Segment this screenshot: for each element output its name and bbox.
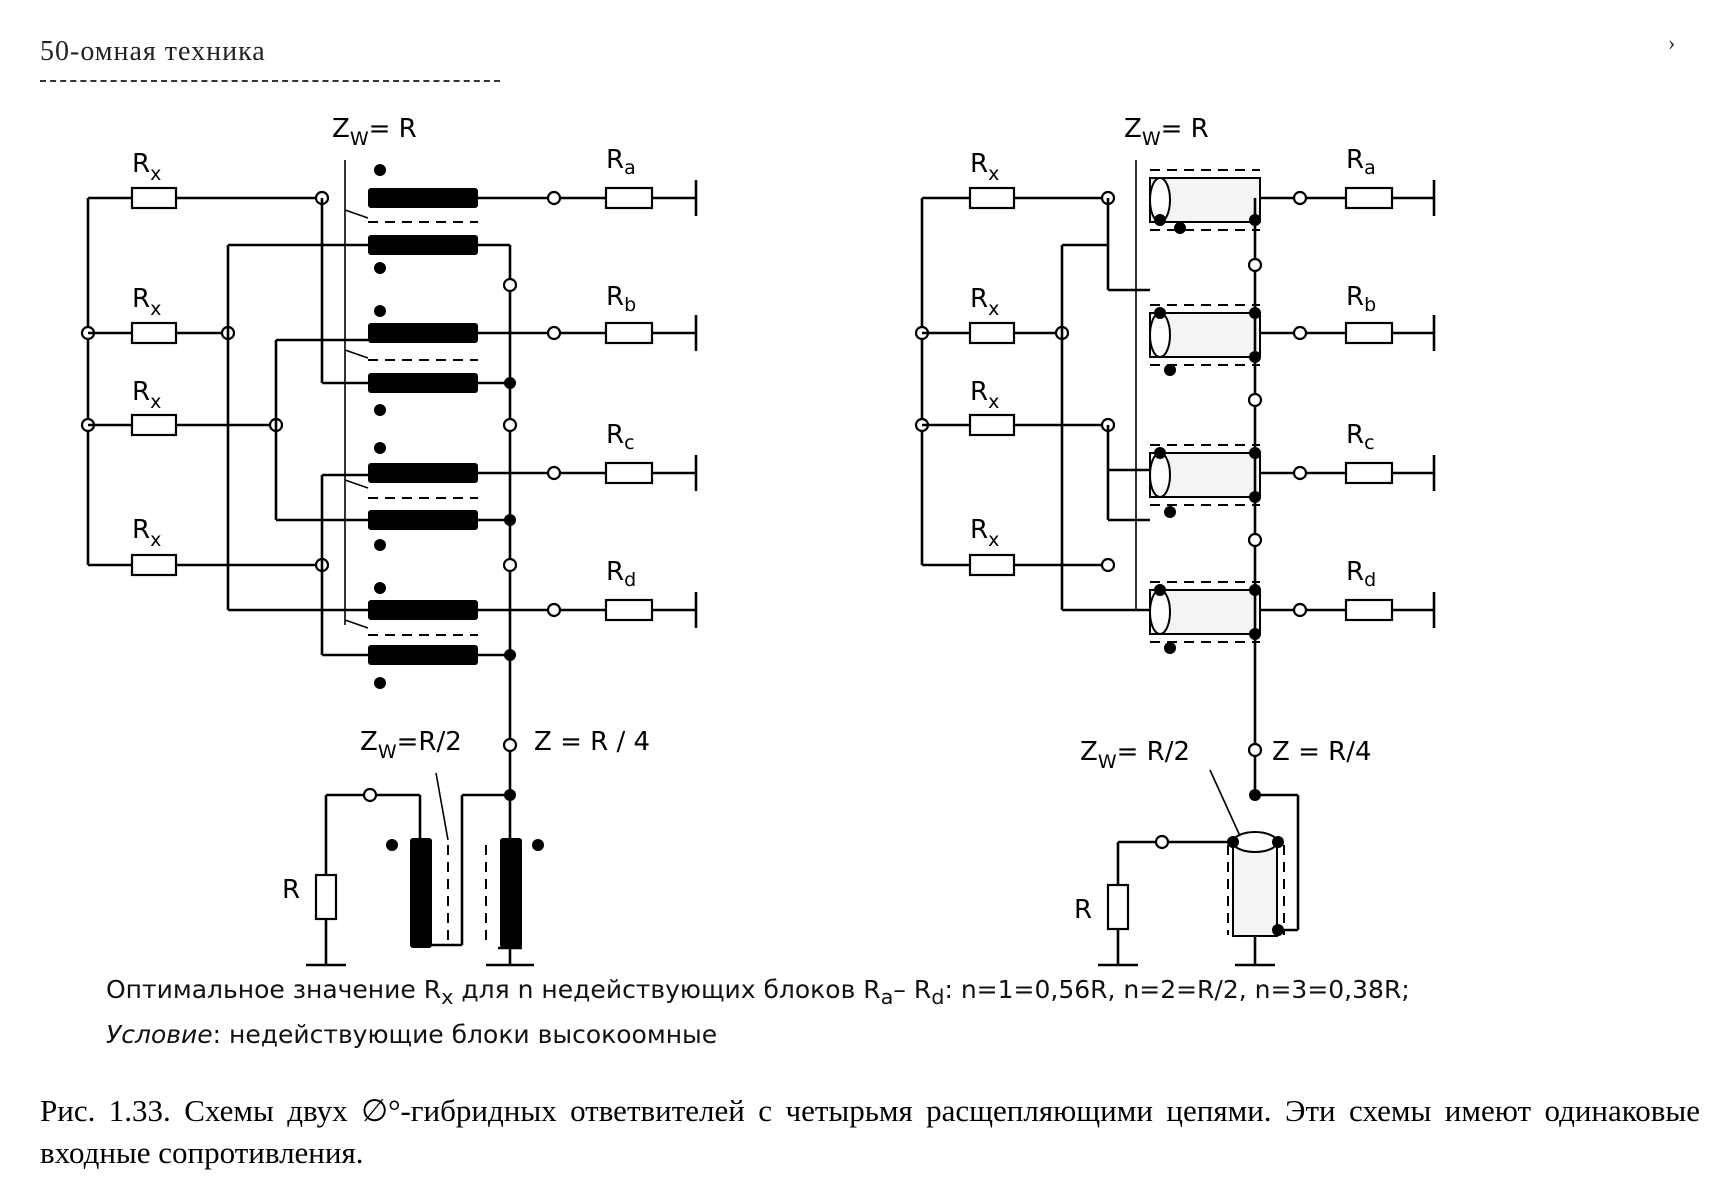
zw-top-label-right: Z: [1124, 114, 1142, 144]
zw-top-label-left: Z: [332, 114, 350, 144]
svg-text:Rx: Rx: [132, 515, 161, 551]
z-bottom-label-left: Z = R / 4: [534, 727, 650, 757]
coax-cables-right: [1149, 169, 1261, 654]
svg-text:Rb: Rb: [1346, 282, 1376, 316]
svg-text:ZW=R/2: ZW=R/2: [360, 727, 462, 763]
right-schematic: ZW= R Rx Rx Rx Rx Ra Rb Rc Rd ZW= R/2 Z …: [914, 114, 1436, 967]
hybrid-coupler-schematics: ZW= R Rx Rx Rx Rx Ra Rb Rc Rd ZW=R/2 Z =…: [80, 114, 1436, 967]
svg-text:Rx: Rx: [132, 377, 161, 413]
svg-text:ZW= R: ZW= R: [1124, 114, 1209, 150]
svg-text:Rc: Rc: [1346, 420, 1375, 454]
svg-text:Rb: Rb: [606, 282, 636, 316]
svg-text:Rx: Rx: [970, 377, 999, 413]
svg-text:Rx: Rx: [132, 284, 161, 320]
header-rule: [40, 80, 500, 82]
svg-text:Rx: Rx: [970, 284, 999, 320]
figure-caption: Рис. 1.33. Схемы двух ∅°-гибридных ответ…: [40, 1093, 1700, 1170]
output-loads-right: [1260, 180, 1436, 628]
rx-resistors-left: [88, 186, 330, 577]
condition-note: Условие: недействующие блоки высокоомные: [106, 1020, 718, 1049]
svg-text:Ra: Ra: [606, 145, 636, 179]
r-label-left: R: [282, 875, 300, 905]
svg-text:Rd: Rd: [1346, 557, 1376, 591]
running-title: 50-омная техника: [40, 36, 266, 67]
r-label-right: R: [1074, 895, 1092, 925]
z-bottom-label-right: Z = R/4: [1272, 737, 1372, 767]
left-schematic: ZW= R Rx Rx Rx Rx Ra Rb Rc Rd ZW=R/2 Z =…: [80, 114, 698, 967]
svg-text:Ra: Ra: [1346, 145, 1376, 179]
svg-text:Rd: Rd: [606, 557, 636, 591]
optimal-value-note: Оптимальное значение Rx для n недействую…: [106, 975, 1410, 1009]
corner-mark: ›: [1668, 30, 1676, 55]
svg-text:ZW= R/2: ZW= R/2: [1080, 737, 1190, 773]
transformer-windings-left: [368, 164, 478, 689]
svg-text:Rc: Rc: [606, 420, 635, 454]
svg-text:Rx: Rx: [132, 149, 161, 185]
svg-text:Rx: Rx: [970, 149, 999, 185]
svg-text:ZW= R: ZW= R: [332, 114, 417, 150]
output-loads-left: [546, 180, 698, 628]
svg-text:Rx: Rx: [970, 515, 999, 551]
